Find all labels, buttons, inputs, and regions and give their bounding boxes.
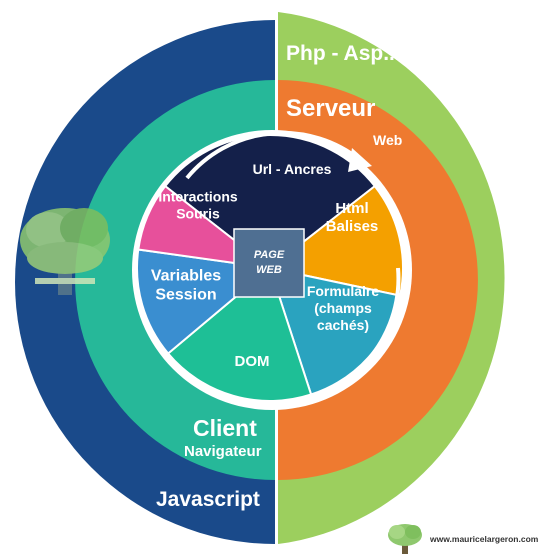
segment-formulaire-label: (champs xyxy=(314,300,372,316)
watermark: www.mauricelargeron.com xyxy=(384,522,552,556)
segment-dom xyxy=(166,266,313,402)
page-web-label-line2: WEB xyxy=(256,264,282,276)
server-language-label: Php - Asp... xyxy=(286,42,401,65)
segment-interactions-label: Interactions xyxy=(158,189,238,205)
segment-dom-label: DOM xyxy=(235,353,270,370)
segment-interactions-label: Souris xyxy=(176,206,220,222)
tree-icon xyxy=(20,208,110,295)
client-subtitle: Navigateur xyxy=(184,443,262,460)
request-arrow-head xyxy=(348,148,372,172)
watermark-url: www.mauricelargeron.com xyxy=(430,534,539,544)
segment-variables-label: Variables xyxy=(151,268,221,285)
segment-html-label: Html xyxy=(335,200,368,217)
client-title: Client xyxy=(193,415,257,441)
segment-variables-label: Session xyxy=(155,287,216,304)
server-subtitle: Web xyxy=(373,132,402,148)
client-language-label: Javascript xyxy=(156,488,260,511)
server-title: Serveur xyxy=(286,95,375,122)
page-web-box xyxy=(233,228,305,298)
segment-formulaire-label: cachés) xyxy=(317,317,369,333)
segment-formulaire-label: Formulaire xyxy=(307,283,380,299)
segment-html-label: Balises xyxy=(326,218,379,235)
segment-url-label: Url - Ancres xyxy=(253,161,332,177)
response-arrow xyxy=(356,267,401,372)
page-web-label-line1: PAGE xyxy=(254,249,285,261)
tree-logo-icon xyxy=(388,524,422,554)
request-arrow xyxy=(185,130,362,180)
